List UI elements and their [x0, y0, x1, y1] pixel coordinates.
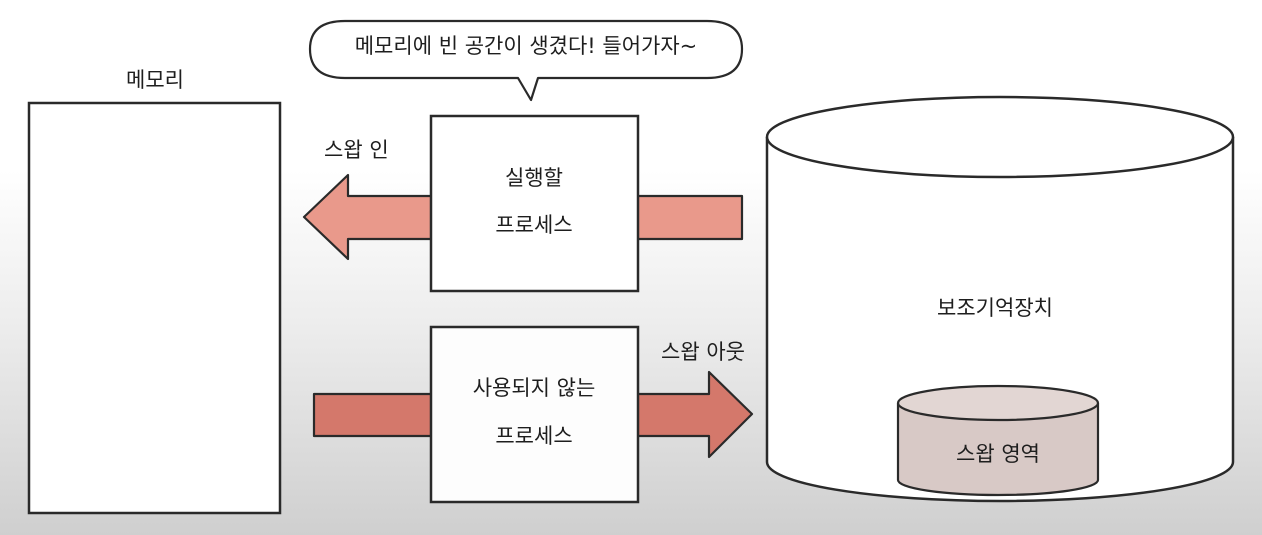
- memory-block: [27, 101, 282, 515]
- swap-in-label: 스왑 인: [324, 138, 389, 162]
- speech-bubble-text: 메모리에 빈 공간이 생겼다! 들어가자~: [354, 34, 698, 58]
- process-to-run-line2: 프로세스: [495, 213, 573, 237]
- swap-out-label: 스왑 아웃: [661, 340, 745, 364]
- process-to-run-box: [429, 114, 640, 293]
- unused-process-line1: 사용되지 않는: [472, 376, 596, 400]
- speech-bubble: [308, 19, 744, 102]
- swap-area-label: 스왑 영역: [956, 442, 1040, 466]
- secondary-storage-label: 보조기억장치: [937, 296, 1053, 320]
- process-to-run-line1: 실행할: [505, 166, 563, 190]
- memory-title: 메모리: [126, 68, 184, 92]
- secondary-storage-cylinder: [765, 95, 1235, 503]
- unused-process-line2: 프로세스: [495, 424, 573, 448]
- swap-area-cylinder: [896, 384, 1100, 497]
- unused-process-box: [429, 325, 640, 504]
